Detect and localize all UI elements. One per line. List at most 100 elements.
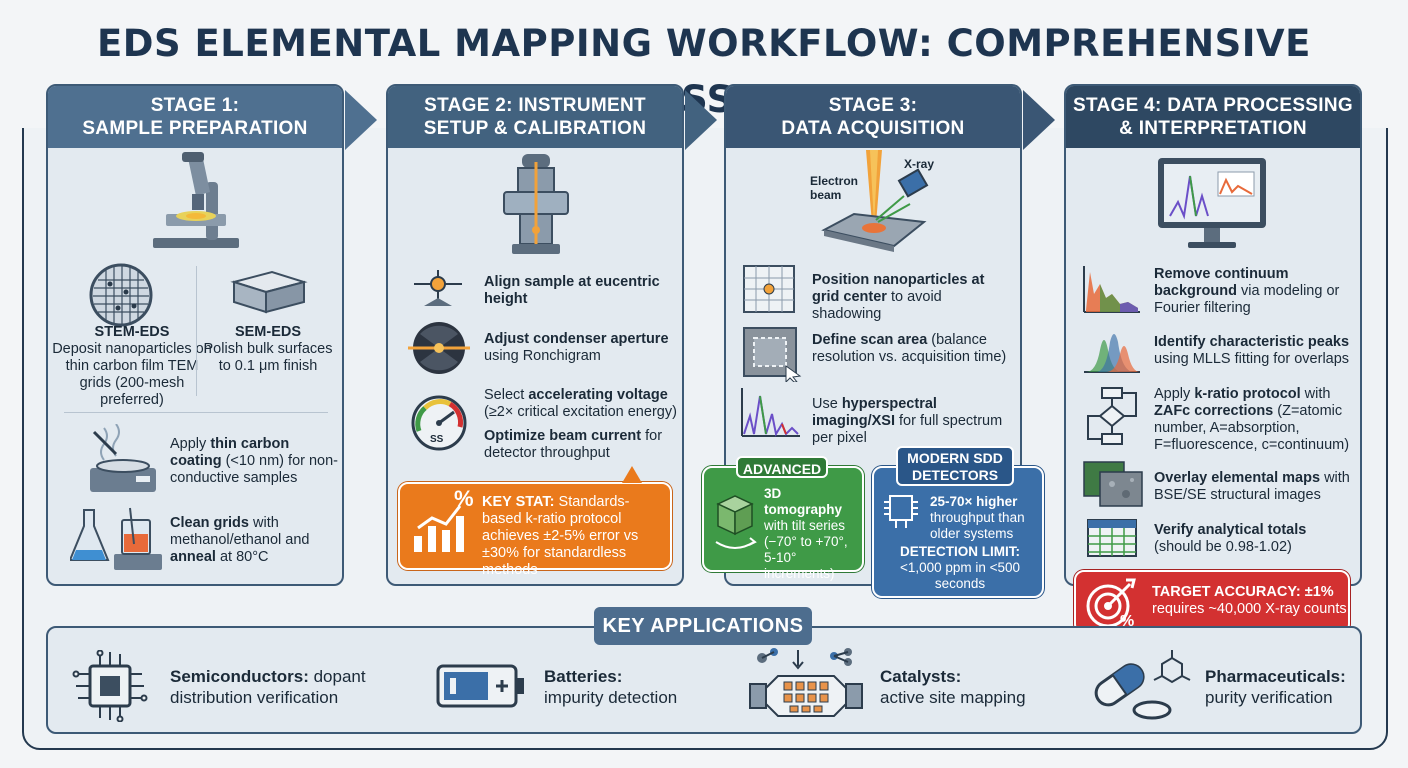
remove-background-bold: Remove continuum background (1154, 266, 1289, 299)
beam-sample-icon (821, 150, 929, 252)
stage-1-vertical-divider (196, 266, 197, 396)
beam-current-step: Optimize beam current for detector throu… (484, 428, 680, 462)
key-stat-percent-icon: % (454, 486, 474, 511)
align-sample-step: Align sample at eucentric height (484, 274, 664, 308)
overlay-maps-suffix: with BSE/SE structural images (1154, 470, 1350, 503)
stage-4-header: STAGE 4: DATA PROCESSING & INTERPRETATIO… (1066, 86, 1360, 148)
table-icon (1087, 519, 1137, 557)
stage-4-header-line2: & INTERPRETATION (1119, 118, 1307, 139)
overlay-maps-bold: Overlay elemental maps (1154, 470, 1321, 486)
clean-grids-mid: with methanol/ethanol and (170, 515, 310, 548)
condenser-aperture-step: Adjust condenser aperture using Ronchigr… (484, 331, 674, 365)
advanced-badge: ADVANCED (736, 456, 828, 478)
stage-2-header: STAGE 2: INSTRUMENT SETUP & CALIBRATION (388, 86, 682, 148)
detection-limit-value: <1,000 ppm in <500 seconds (899, 560, 1021, 591)
app-batteries: Batteries:impurity detection (544, 666, 734, 708)
target-accuracy-text: TARGET ACCURACY: ±1%requires ~40,000 X-r… (1152, 584, 1348, 618)
detection-limit-label: DETECTION LIMIT: (900, 544, 1020, 559)
carbon-coater-icon (90, 424, 156, 492)
catalyst-reactor-icon (749, 648, 863, 717)
position-nanoparticles-step: Position nanoparticles at grid center to… (812, 272, 1012, 323)
sdd-text: 25-70× higher throughput than older syst… (930, 494, 1040, 542)
cube-tomography-icon (715, 495, 757, 549)
stage-2-header-line1: STAGE 2: INSTRUMENT (424, 95, 646, 116)
key-stat-label: KEY STAT: (482, 494, 555, 510)
carbon-coating-step: Apply thin carbon coating (<10 nm) for n… (170, 436, 340, 487)
target-accuracy-bold: TARGET ACCURACY: ±1% (1152, 584, 1334, 600)
diagram-title-wrap: EDS ELEMENTAL MAPPING WORKFLOW: COMPREHE… (0, 16, 1408, 128)
advanced-callout: 3D tomography with tilt series (−70° to … (702, 466, 864, 581)
electron-beam-label: Electron beam (810, 174, 859, 202)
stem-eds-title: STEM-EDS (94, 324, 170, 340)
stage-3-header-line2: DATA ACQUISITION (781, 118, 965, 139)
app-semiconductors-desc-b: distribution verification (170, 688, 339, 707)
hyperspectral-suffix: for full spectrum per pixel (812, 413, 1003, 446)
remove-background-step: Remove continuum background via modeling… (1154, 266, 1354, 317)
scan-area-icon (743, 327, 802, 382)
chart-growth-icon (414, 505, 464, 552)
beam-current-suffix: for detector throughput (484, 428, 663, 461)
peaks-icon (1084, 334, 1140, 373)
overlay-maps-icon (1083, 461, 1143, 507)
sdd-badge: MODERN SDD DETECTORS (896, 446, 1014, 486)
detection-limit-block: DETECTION LIMIT:<1,000 ppm in <500 secon… (882, 544, 1038, 592)
stage-4-header-line1: STAGE 4: DATA PROCESSING (1073, 95, 1353, 116)
voltage-prefix: Select (484, 387, 529, 403)
stem-eds-block: STEM-EDS Deposit nanoparticles on thin c… (52, 324, 212, 409)
stage-3-header-line1: STAGE 3: (828, 95, 918, 116)
app-semiconductors-title: Semiconductors: (170, 667, 309, 686)
voltage-bold: accelerating voltage (528, 387, 668, 403)
app-pharmaceuticals: Pharmaceuticals:purity verification (1205, 666, 1355, 708)
app-catalysts: Catalysts: active site mapping (880, 666, 1070, 708)
bulk-sample-icon (230, 270, 308, 314)
background-spectrum-icon (1083, 266, 1140, 313)
k-ratio-step: Apply k-ratio protocol with ZAFc correct… (1154, 386, 1354, 454)
overlay-maps-step: Overlay elemental maps with BSE/SE struc… (1154, 470, 1354, 504)
svg-text:%: % (1120, 613, 1134, 630)
identify-peaks-bold: Identify characteristic peaks (1154, 334, 1350, 350)
applications-header: KEY APPLICATIONS (594, 607, 812, 645)
zafc-suffix: (Z=atomic number, A=absorption, F=fluore… (1154, 403, 1350, 453)
key-stat-text: KEY STAT: Standards-based k-ratio protoc… (482, 494, 668, 579)
carbon-coating-prefix: Apply (170, 436, 211, 452)
stage-3-header: STAGE 3: DATA ACQUISITION (726, 86, 1020, 148)
scan-area-suffix: (balance resolution vs. acquisition time… (812, 332, 1007, 365)
verify-totals-step: Verify analytical totals (should be 0.98… (1154, 522, 1354, 556)
flowchart-icon (1087, 387, 1137, 445)
target-icon: % (1086, 578, 1136, 630)
k-ratio-bold: k-ratio protocol (1194, 386, 1301, 402)
k-ratio-prefix: Apply (1154, 386, 1195, 402)
target-accuracy-callout: % TARGET ACCURACY: ±1%requires ~40,000 X… (1074, 570, 1350, 634)
accelerating-voltage-step: Select accelerating voltage (≥2× critica… (484, 387, 680, 421)
detector-chip-icon (884, 495, 918, 528)
key-stat-callout: % KEY STAT: Standards-based k-ratio prot… (398, 482, 672, 578)
zafc-bold: ZAFc corrections (1154, 403, 1274, 419)
stage-3-arrow (1023, 90, 1055, 150)
electron-column-icon (503, 154, 569, 254)
advanced-bold: 3D tomography (764, 486, 843, 517)
app-catalysts-title: Catalysts: (880, 667, 962, 686)
stem-eds-body: Deposit nanoparticles on thin carbon fil… (52, 341, 212, 408)
sdd-callout: 25-70× higher throughput than older syst… (872, 466, 1044, 598)
microscope-icon (153, 152, 239, 248)
condenser-aperture-suffix: using Ronchigram (484, 348, 601, 364)
clean-grids-bold: Clean grids (170, 515, 249, 531)
stage-1-header: STAGE 1: SAMPLE PREPARATION (48, 86, 342, 148)
hyperspectral-bold: hyperspectral imaging/XSI (812, 396, 937, 429)
gauge-label: SS (430, 434, 444, 445)
key-stat-pointer (622, 466, 642, 483)
pill-molecule-icon (1094, 650, 1191, 720)
sem-eds-body: Polish bulk surfaces to 0.1 μm finish (203, 341, 333, 374)
hyperspectral-prefix: Use (812, 396, 842, 412)
carbon-coating-suffix: (<10 nm) for non-conductive samples (170, 453, 339, 486)
app-pharmaceuticals-desc-b: purity verification (1205, 688, 1333, 707)
voltage-suffix: (≥2× critical excitation energy) (484, 404, 677, 420)
anneal-suffix: at 80°C (215, 549, 269, 565)
identify-peaks-step: Identify characteristic peaks using MLLS… (1154, 334, 1354, 368)
key-stat-body: Standards-based k-ratio protocol achieve… (482, 494, 639, 578)
ronchigram-icon (408, 322, 470, 374)
flask-hotplate-icon (70, 507, 162, 570)
beam-current-bold: Optimize beam current (484, 428, 642, 444)
app-catalysts-desc-b: active site mapping (880, 688, 1026, 707)
